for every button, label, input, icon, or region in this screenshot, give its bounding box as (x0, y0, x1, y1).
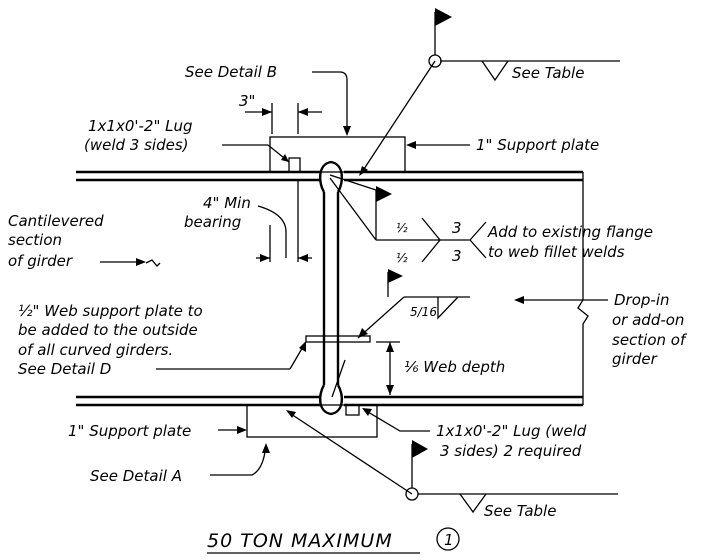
bottom-support-plate-label: 1" Support plate (68, 422, 191, 440)
cantilevered-label-line1: Cantilevered (8, 212, 104, 230)
weld-5-16-label: 5/16 (410, 305, 437, 319)
web-support-label-line1: ½" Web support plate to (18, 302, 203, 320)
drop-in-label-line2: or add-on (612, 311, 684, 329)
detail-number: 1 (444, 531, 454, 549)
min-bearing-label-line1: 4" Min (203, 194, 251, 212)
drop-in-label-line3: section of (612, 331, 688, 349)
weld-size-bottom: 3 (452, 247, 462, 265)
bottom-lug-label-line1: 1x1x0'-2" Lug (weld (436, 422, 587, 440)
cantilevered-label-line3: of girder (8, 252, 73, 270)
web-support-label-line4: See Detail D (18, 360, 111, 378)
top-support-plate-label: 1" Support plate (476, 136, 599, 154)
see-table-top-label: See Table (512, 64, 584, 82)
drawing-title: 50 TON MAXIMUM 1 (207, 527, 460, 554)
min-bearing-label-line2: bearing (184, 213, 241, 231)
drop-in-label-line1: Drop-in (614, 291, 670, 309)
see-detail-b-label: See Detail B (185, 63, 277, 81)
web-support-plate (305, 335, 371, 343)
cantilevered-girder (76, 170, 320, 407)
weld-size-top: 3 (452, 219, 462, 237)
break-mark-icon (145, 259, 161, 267)
girder-web (318, 160, 344, 416)
add-flange-label-line1: Add to existing flange (487, 223, 653, 241)
web-support-label-line3: of all curved girders. (18, 341, 173, 359)
bottom-lug (345, 404, 360, 416)
dimension-3in-label: 3" (239, 92, 255, 110)
title-text: 50 TON MAXIMUM (207, 530, 393, 552)
cantilevered-label-line2: section (8, 231, 62, 249)
leaders (100, 8, 620, 514)
top-lug-label-line2: (weld 3 sides) (84, 136, 189, 154)
web-depth-label: ⅙ Web depth (404, 358, 505, 376)
bottom-support-plate (246, 404, 378, 438)
top-lug-label-line1: 1x1x0'-2" Lug (88, 117, 193, 135)
weld-half-top: ½ (396, 221, 408, 235)
bottom-lug-label-line2: 3 sides) 2 required (440, 442, 582, 460)
see-table-bottom-label: See Table (484, 502, 556, 520)
top-support-plate (269, 136, 406, 173)
detail-number-circle (436, 527, 460, 551)
add-flange-label-line2: to web fillet welds (488, 243, 625, 261)
web-support-label-line2: be added to the outside (18, 321, 198, 339)
weld-half-bottom: ½ (396, 251, 408, 265)
top-lug (288, 157, 301, 173)
annotations: See Detail B 3" 1x1x0'-2" Lug (weld 3 si… (8, 63, 688, 520)
drop-in-label-line4: girder (612, 350, 658, 368)
see-detail-a-label: See Detail A (90, 467, 182, 485)
